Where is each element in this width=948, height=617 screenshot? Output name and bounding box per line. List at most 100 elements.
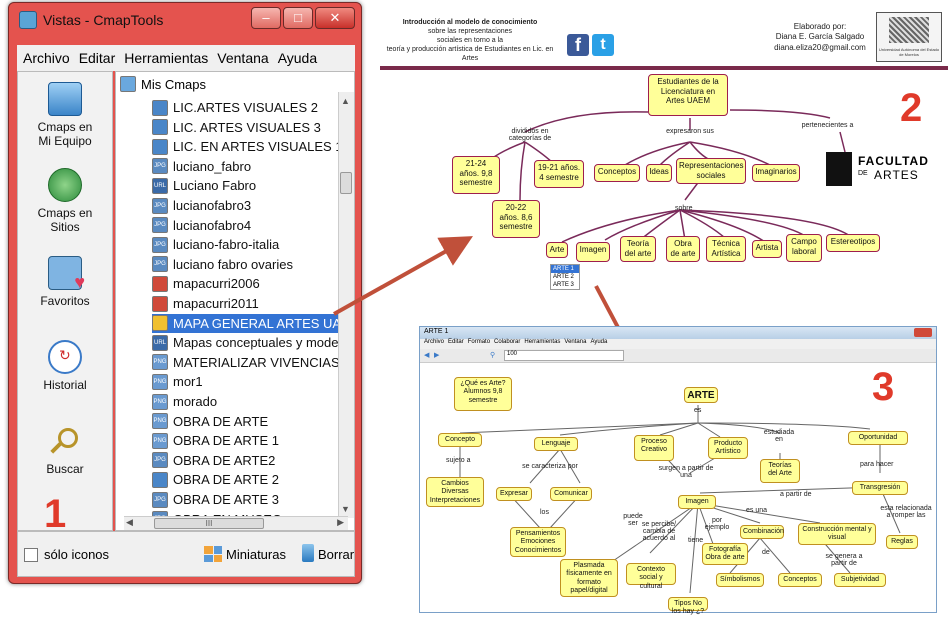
node-ideas[interactable]: Ideas (646, 164, 672, 182)
minimize-button[interactable]: – (251, 7, 281, 29)
author-line-1: Elaborado por: (793, 22, 847, 31)
facebook-icon[interactable]: f (567, 34, 589, 56)
node-arte-root[interactable]: ARTE (684, 387, 718, 403)
arte1-menu-formato[interactable]: Formato (467, 339, 491, 345)
sidebar-item-my-computer[interactable]: Cmaps en Mi Equipo (18, 82, 112, 149)
node-tecnica[interactable]: Técnica Artística (706, 236, 746, 262)
dropdown-item-arte2[interactable]: ARTE 2 (553, 274, 574, 280)
node-question[interactable]: ¿Qué es Arte? Alumnos 9,8 semestre (454, 377, 512, 411)
zoom-select[interactable]: 100 (504, 350, 624, 361)
thumbnails-button[interactable]: Miniaturas (226, 547, 286, 562)
arte1-menu-archivo[interactable]: Archivo (424, 339, 445, 345)
node-reglas[interactable]: Reglas (886, 535, 918, 549)
node-artista[interactable]: Artista (752, 240, 782, 258)
tree-item[interactable]: LIC.ARTES VISUALES 2 (152, 98, 318, 117)
menu-archivo[interactable]: Archivo (23, 50, 70, 66)
tree-item[interactable]: mapacurri2011 (152, 294, 259, 313)
node-proceso[interactable]: Proceso Creativo (634, 435, 674, 461)
icons-only-checkbox[interactable] (24, 548, 38, 562)
twitter-icon[interactable]: t (592, 34, 614, 56)
arte-dropdown[interactable]: ARTE 1 ARTE 2 ARTE 3 (550, 264, 580, 290)
node-pensamientos[interactable]: Pensamientos Emociones Conocimientos (510, 527, 566, 557)
sidebar-item-sites[interactable]: Cmaps en Sitios (18, 168, 112, 235)
arte1-menu-ventana[interactable]: Ventana (564, 339, 587, 345)
tree-item[interactable]: LIC. ARTES VISUALES 3 (152, 118, 321, 137)
close-button[interactable]: ✕ (315, 7, 355, 29)
tree-item[interactable]: MAPA GENERAL ARTES UAEM (152, 313, 354, 333)
dropdown-item-arte1[interactable]: ARTE 1 (551, 265, 579, 273)
node-campo[interactable]: Campo laboral (786, 234, 822, 262)
node-transgresion[interactable]: Transgresión (852, 481, 908, 495)
node-subjetividad[interactable]: Subjetividad (834, 573, 886, 587)
arte1-menu-editar[interactable]: Editar (448, 339, 464, 345)
node-teoria-arte[interactable]: Teoría del arte (620, 236, 656, 262)
node-19-21[interactable]: 19-21 años. 4 semestre (534, 160, 584, 188)
sidebar-item-favorites[interactable]: ♥ Favoritos (18, 256, 112, 308)
node-20-22[interactable]: 20-22 años. 8,6 semestre (492, 200, 540, 238)
node-cambios[interactable]: Cambios Diversas Interpretaciones (426, 477, 484, 507)
node-combinacion[interactable]: Combinación (740, 525, 784, 539)
tree-item[interactable]: OBRA DE ARTE 2 (152, 470, 279, 489)
node-expresar[interactable]: Expresar (496, 487, 532, 501)
node-imagen3[interactable]: Imagen (678, 495, 716, 509)
node-arte[interactable]: Arte (546, 242, 568, 258)
node-comunicar[interactable]: Comunicar (550, 487, 592, 501)
node-simbolismos[interactable]: Símbolismos (716, 573, 764, 587)
arte1-close-button[interactable] (914, 328, 932, 337)
node-fotografia[interactable]: Fotografía Obra de arte (702, 543, 748, 565)
arte1-menu-ayuda[interactable]: Ayuda (590, 339, 608, 345)
node-lenguaje[interactable]: Lenguaje (534, 437, 578, 451)
arte1-menu-herramientas[interactable]: Herramientas (524, 339, 561, 345)
tree-item-label: LIC.ARTES VISUALES 2 (173, 100, 318, 115)
node-contexto[interactable]: Contexto social y cultural (626, 563, 676, 590)
menu-ayuda[interactable]: Ayuda (277, 50, 318, 66)
forward-icon[interactable]: ▶ (434, 352, 440, 359)
sidebar-item-history[interactable]: ↻ Historial (18, 340, 112, 392)
node-21-24[interactable]: 21-24 años. 9,8 semestre (452, 156, 500, 194)
maximize-button[interactable]: □ (283, 7, 313, 29)
delete-button[interactable]: Borrar (318, 547, 355, 562)
node-estereotipos[interactable]: Estereotipos (826, 234, 880, 252)
menu-herramientas[interactable]: Herramientas (124, 50, 209, 66)
tree-item[interactable]: LIC. EN ARTES VISUALES 1 (152, 137, 343, 156)
back-icon[interactable]: ◀ (424, 352, 430, 359)
menu-ventana[interactable]: Ventana (217, 50, 269, 66)
tree-item[interactable]: mapacurri2006 (152, 274, 260, 293)
node-plasmada[interactable]: Plasmada físicamente en formato papel/di… (560, 559, 618, 597)
node-conceptos[interactable]: Conceptos (594, 164, 640, 182)
map2-root-node[interactable]: Estudiantes de la Licenciatura en Artes … (648, 74, 728, 116)
arte1-menu-colaborar[interactable]: Colaborar (494, 339, 521, 345)
sidebar-item-search[interactable]: Buscar (18, 424, 112, 476)
node-concepto[interactable]: Concepto (438, 433, 482, 447)
node-tipos[interactable]: Tipos No los hay ¿? (668, 597, 708, 615)
menu-editar[interactable]: Editar (78, 50, 116, 66)
hscroll-thumb[interactable]: III (154, 518, 264, 529)
node-imagen[interactable]: Imagen (576, 242, 610, 262)
node-oportunidad[interactable]: Oportunidad (848, 431, 908, 445)
node-construccion[interactable]: Construcción mental y visual (798, 523, 876, 545)
node-representaciones[interactable]: Representaciones sociales (676, 158, 746, 184)
node-teorias[interactable]: Teorías del Arte (760, 459, 800, 483)
node-producto[interactable]: Producto Artístico (708, 437, 748, 459)
node-conceptos3[interactable]: Conceptos (778, 573, 822, 587)
horizontal-scrollbar[interactable]: ◀ III ▶ (124, 516, 348, 530)
tree-root[interactable]: Mis Cmaps (120, 76, 206, 92)
node-obra-arte[interactable]: Obra de arte (666, 236, 700, 262)
dropdown-item-arte3[interactable]: ARTE 3 (553, 282, 574, 288)
thumbnails-icon (204, 546, 222, 562)
node-imaginarios[interactable]: Imaginarios (752, 164, 800, 182)
